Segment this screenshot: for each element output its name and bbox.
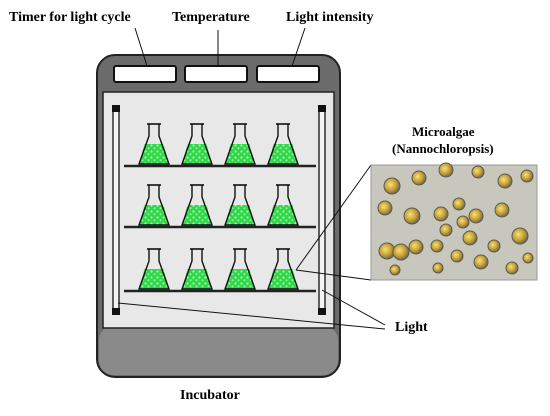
- microalgae-cell-icon: [497, 173, 513, 189]
- leader-lines: [117, 27, 386, 330]
- incubator-chamber: [102, 91, 335, 329]
- flask-icon: [224, 248, 256, 290]
- microalgae-cell-icon: [452, 197, 466, 211]
- flask-icon: [267, 248, 299, 290]
- microalgae-species: (Nannochloropsis): [392, 141, 494, 156]
- flask-icon: [181, 248, 213, 290]
- microalgae-cell-icon: [403, 207, 421, 225]
- incubator-label: Incubator: [180, 388, 240, 403]
- temperature-label: Temperature: [172, 10, 250, 25]
- microalgae-cell-icon: [511, 227, 529, 245]
- microalgae-title: Microalgae: [412, 124, 475, 139]
- flask-icon: [138, 123, 170, 165]
- light-intensity-display: [256, 65, 320, 83]
- microalgae-cell-icon: [520, 169, 534, 183]
- microalgae-cell-icon: [522, 252, 534, 264]
- flask-icon: [224, 184, 256, 226]
- light-label: Light: [395, 320, 428, 335]
- shelves: [124, 123, 316, 293]
- flask-icon: [181, 184, 213, 226]
- microalgae-cell-icon: [471, 165, 485, 179]
- flask-icon: [138, 184, 170, 226]
- flask-icon: [267, 123, 299, 165]
- microalgae-cell-icon: [377, 200, 393, 216]
- microalgae-cell-icon: [438, 162, 454, 178]
- microalgae-cell-icon: [433, 206, 449, 222]
- microalgae-cell-icon: [408, 239, 424, 255]
- temperature-display: [184, 65, 248, 83]
- microalgae-cell-icon: [450, 249, 464, 263]
- microalgae-cell-icon: [432, 262, 444, 274]
- microalgae-cell-icon: [505, 261, 519, 275]
- microalgae-cell-icon: [468, 208, 484, 224]
- incubator-base: [99, 326, 338, 375]
- microalgae-cell-icon: [389, 264, 401, 276]
- microalgae-cell-icon: [473, 254, 489, 270]
- microalgae-micrograph: [370, 162, 538, 281]
- microalgae-cell-icon: [456, 215, 470, 229]
- microalgae-cell-icon: [439, 223, 453, 237]
- flask-icon: [224, 123, 256, 165]
- timer-label: Timer for light cycle: [9, 10, 131, 25]
- flask-icon: [138, 248, 170, 290]
- microalgae-cell-icon: [383, 177, 401, 195]
- timer-display: [113, 65, 177, 83]
- microalgae-cell-icon: [494, 202, 510, 218]
- light-tube-icon: [318, 105, 326, 315]
- light-tube-icon: [112, 105, 120, 315]
- microalgae-cell-icon: [487, 239, 501, 253]
- microalgae-cell-icon: [392, 243, 410, 261]
- microalgae-cell-icon: [411, 170, 427, 186]
- light-intensity-label: Light intensity: [286, 10, 374, 25]
- flask-icon: [267, 184, 299, 226]
- microalgae-cell-icon: [462, 230, 478, 246]
- microalgae-cell-icon: [430, 239, 444, 253]
- flask-icon: [181, 123, 213, 165]
